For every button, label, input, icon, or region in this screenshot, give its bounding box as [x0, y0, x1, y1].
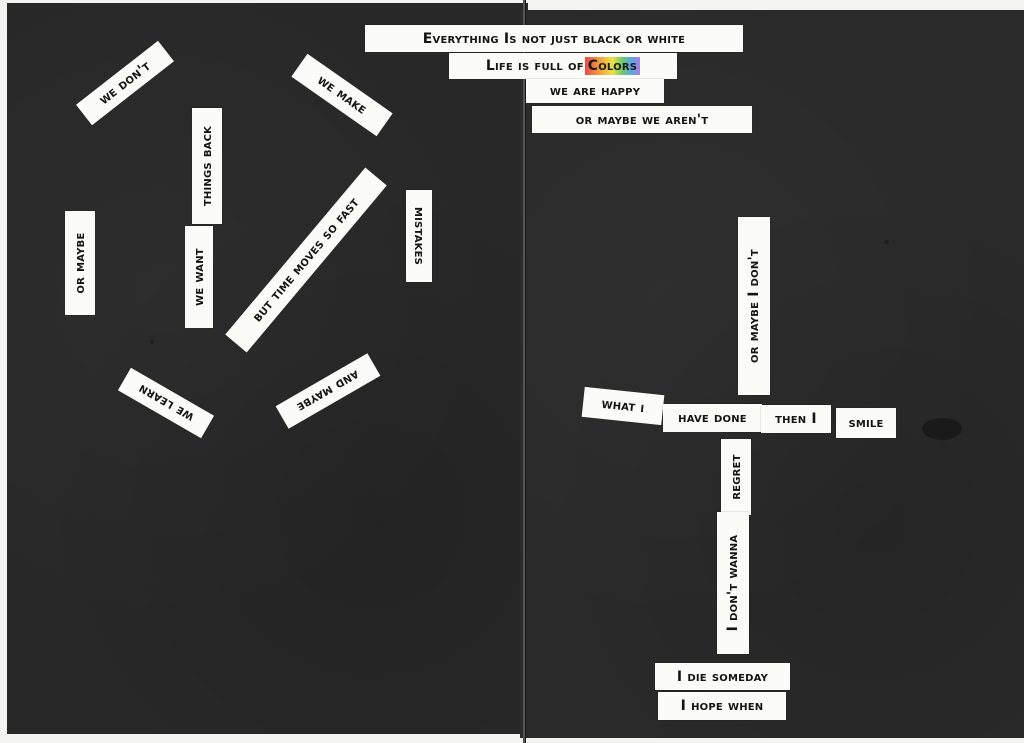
strip-we-are-happy: we are happy — [526, 79, 664, 103]
strip-things-back: Things back — [192, 108, 222, 224]
strip-we-want: We want — [185, 226, 213, 328]
rainbow-colors-word: Colors — [584, 57, 641, 75]
page-fold — [523, 0, 525, 743]
paper-speck — [884, 240, 889, 244]
life-is-full-of-text: Life is full of — [485, 58, 584, 74]
strip-everything-is-not-just-black-or-white: Everything Is not just black or white — [365, 25, 743, 52]
strip-i-die-someday: I die someday — [655, 663, 790, 690]
strip-then-i: then I — [761, 405, 831, 433]
left-black-page — [7, 3, 528, 734]
strip-smile: smile — [836, 408, 896, 438]
strip-i-dont-wanna: I don't wanna — [717, 512, 749, 654]
paper-speck — [922, 418, 962, 440]
strip-i-hope-when: I hope when — [658, 692, 786, 720]
strip-regret: regret — [721, 439, 751, 515]
strip-life-is-full-of-colors: Life is full of Colors — [449, 53, 677, 79]
strip-mistakes: Mistakes — [406, 190, 432, 282]
strip-or-maybe-i-dont: or maybe I don't — [738, 217, 770, 395]
strip-or-maybe: Or maybe — [65, 211, 95, 315]
paper-speck — [150, 340, 154, 344]
strip-or-maybe-we-arent: or maybe we aren't — [532, 106, 752, 133]
strip-have-done: have done — [663, 404, 762, 432]
